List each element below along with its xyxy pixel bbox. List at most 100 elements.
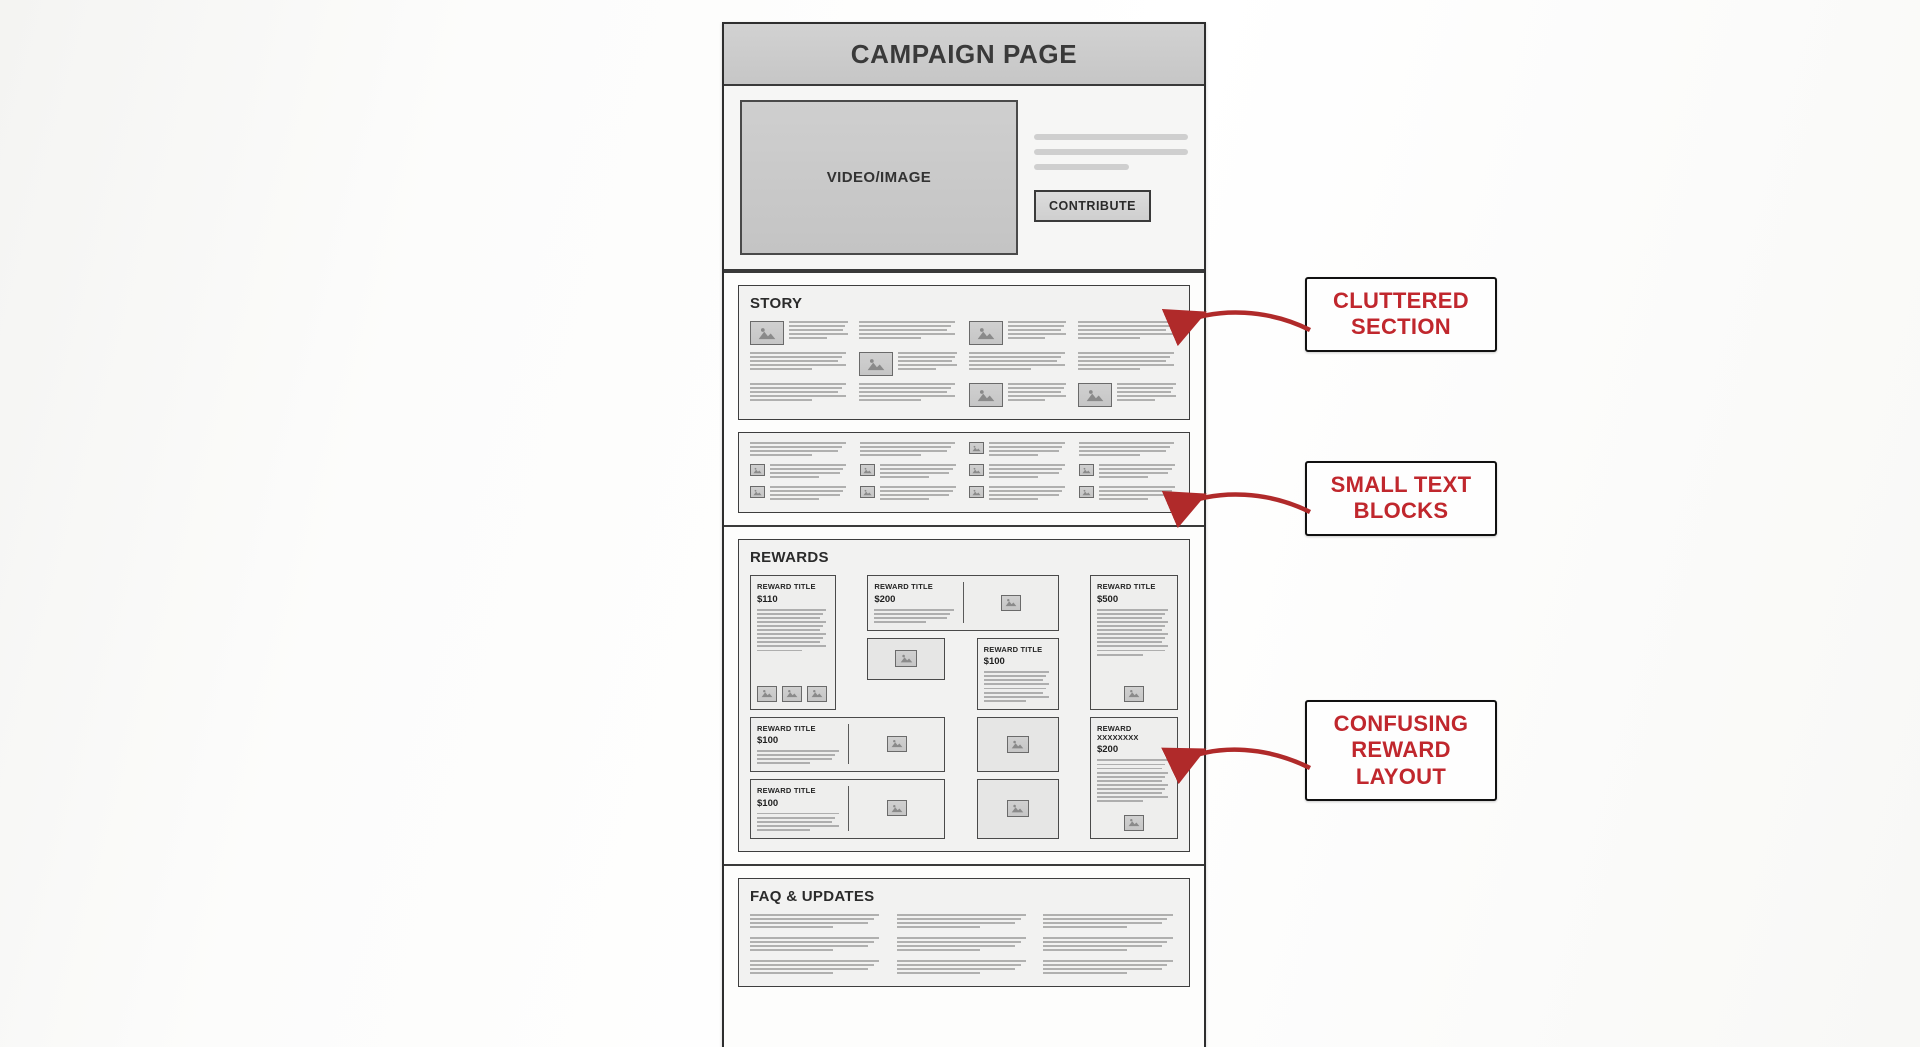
lorem-text-block bbox=[874, 608, 957, 623]
lorem-text-block bbox=[896, 936, 1032, 952]
lorem-text-block bbox=[757, 812, 842, 831]
reward-image bbox=[855, 724, 938, 765]
story-cell bbox=[968, 321, 1069, 345]
reward-title: REWARD XXXXXXXX bbox=[1096, 723, 1139, 743]
annotation-small-text-blocks: SMALL TEXT BLOCKS bbox=[1305, 461, 1497, 536]
story-cell bbox=[1077, 321, 1178, 345]
reward-thumbnails bbox=[757, 680, 829, 702]
reward-image-tile[interactable] bbox=[976, 779, 1059, 839]
image-placeholder-icon bbox=[969, 442, 984, 454]
image-placeholder-icon bbox=[807, 685, 827, 702]
lorem-text-block bbox=[859, 383, 959, 402]
lorem-text-block bbox=[1078, 442, 1179, 457]
reward-thumbnails bbox=[1097, 809, 1171, 831]
small-text-block bbox=[969, 442, 1069, 457]
lorem-text-block bbox=[968, 352, 1069, 371]
campaign-header-bar: CAMPAIGN PAGE bbox=[724, 24, 1204, 86]
annotation-line: LAYOUT bbox=[1355, 763, 1447, 789]
divider bbox=[724, 271, 1204, 273]
image-placeholder-icon bbox=[757, 685, 777, 702]
lorem-text-block bbox=[1116, 383, 1178, 402]
small-text-block bbox=[1078, 464, 1179, 479]
reward-image bbox=[970, 582, 1052, 623]
image-placeholder-icon bbox=[1123, 685, 1144, 702]
image-placeholder-icon bbox=[1077, 383, 1112, 407]
wireframe-sheet: CAMPAIGN PAGE VIDEO/IMAGE CONTRIBUTE STO… bbox=[722, 22, 1206, 1047]
story-cell bbox=[859, 383, 959, 407]
hero-sidebar: CONTRIBUTE bbox=[1034, 100, 1188, 255]
reward-price: $200 bbox=[874, 593, 896, 605]
reward-price: $500 bbox=[1096, 593, 1119, 605]
lorem-text-block bbox=[1043, 913, 1178, 928]
lorem-text-block bbox=[750, 960, 885, 975]
reward-image bbox=[855, 786, 938, 831]
image-placeholder-icon bbox=[968, 321, 1003, 345]
small-text-block bbox=[859, 442, 960, 457]
lorem-text-block bbox=[1043, 936, 1178, 952]
lorem-text-block bbox=[989, 464, 1069, 479]
small-text-block bbox=[750, 442, 850, 457]
lorem-text-block bbox=[757, 750, 842, 765]
reward-card[interactable]: REWARD TITLE$100 bbox=[976, 637, 1059, 710]
annotation-line: REWARD bbox=[1351, 737, 1451, 763]
reward-price: $200 bbox=[1096, 744, 1119, 756]
story-cell bbox=[859, 352, 959, 376]
annotation-cluttered-section: CLUTTERED SECTION bbox=[1305, 277, 1497, 352]
reward-card[interactable]: REWARD XXXXXXXX$200 bbox=[1089, 716, 1178, 839]
lorem-text-block bbox=[879, 486, 960, 501]
annotation-line: SMALL TEXT bbox=[1330, 472, 1472, 497]
lorem-text-block bbox=[750, 352, 850, 371]
annotation-confusing-reward-layout: CONFUSING REWARD LAYOUT bbox=[1305, 700, 1497, 802]
hero-text-line bbox=[1034, 134, 1188, 140]
divider bbox=[724, 863, 1204, 866]
hero-media-placeholder[interactable]: VIDEO/IMAGE bbox=[740, 100, 1018, 255]
contribute-button[interactable]: CONTRIBUTE bbox=[1034, 190, 1151, 222]
lorem-text-block bbox=[1043, 960, 1178, 975]
lorem-text-block bbox=[770, 464, 850, 479]
story-cell bbox=[750, 321, 850, 345]
page-title: CAMPAIGN PAGE bbox=[850, 38, 1078, 69]
lorem-text-block bbox=[1096, 608, 1171, 656]
faq-grid bbox=[750, 913, 1178, 975]
lorem-text-block bbox=[770, 486, 850, 501]
lorem-text-block bbox=[859, 321, 959, 340]
image-placeholder-icon bbox=[886, 735, 907, 752]
small-text-blocks-section bbox=[738, 432, 1190, 514]
lorem-text-block bbox=[750, 936, 885, 952]
image-placeholder-icon bbox=[859, 486, 875, 499]
reward-title: REWARD TITLE bbox=[757, 723, 816, 733]
reward-card[interactable]: REWARD TITLE$100 bbox=[750, 779, 946, 839]
reward-price: $100 bbox=[983, 656, 1005, 668]
annotation-line: CLUTTERED bbox=[1333, 288, 1469, 313]
lorem-text-block bbox=[750, 383, 850, 402]
lorem-text-block bbox=[989, 442, 1069, 457]
image-placeholder-icon bbox=[750, 486, 765, 499]
lorem-text-block bbox=[983, 671, 1052, 702]
lorem-text-block bbox=[1077, 321, 1178, 340]
annotation-line: SECTION bbox=[1351, 314, 1451, 340]
lorem-text-block bbox=[1007, 383, 1069, 402]
story-cell bbox=[859, 321, 959, 345]
image-placeholder-icon bbox=[1078, 486, 1094, 499]
small-text-block bbox=[969, 486, 1069, 501]
small-text-blocks-grid bbox=[750, 442, 1179, 501]
reward-card[interactable]: REWARD TITLE$200 bbox=[867, 575, 1059, 631]
story-section: STORY bbox=[738, 285, 1190, 420]
reward-card[interactable]: REWARD TITLE$110 bbox=[750, 575, 836, 710]
lorem-text-block bbox=[789, 321, 850, 340]
image-placeholder-icon bbox=[1006, 800, 1029, 818]
image-placeholder-icon bbox=[1078, 464, 1094, 477]
lorem-text-block bbox=[1098, 464, 1179, 479]
reward-image-tile[interactable] bbox=[976, 716, 1059, 773]
hero-text-line bbox=[1034, 164, 1130, 170]
reward-card[interactable]: REWARD TITLE$100 bbox=[750, 716, 946, 773]
annotation-line: CONFUSING bbox=[1333, 711, 1469, 736]
reward-card[interactable]: REWARD TITLE$500 bbox=[1089, 575, 1178, 710]
faq-section: FAQ & UPDATES bbox=[738, 877, 1190, 988]
small-text-block bbox=[750, 464, 850, 479]
story-cell bbox=[750, 352, 850, 376]
reward-title: REWARD TITLE bbox=[757, 582, 816, 592]
story-grid bbox=[750, 321, 1178, 407]
reward-image-tile[interactable] bbox=[867, 637, 946, 680]
